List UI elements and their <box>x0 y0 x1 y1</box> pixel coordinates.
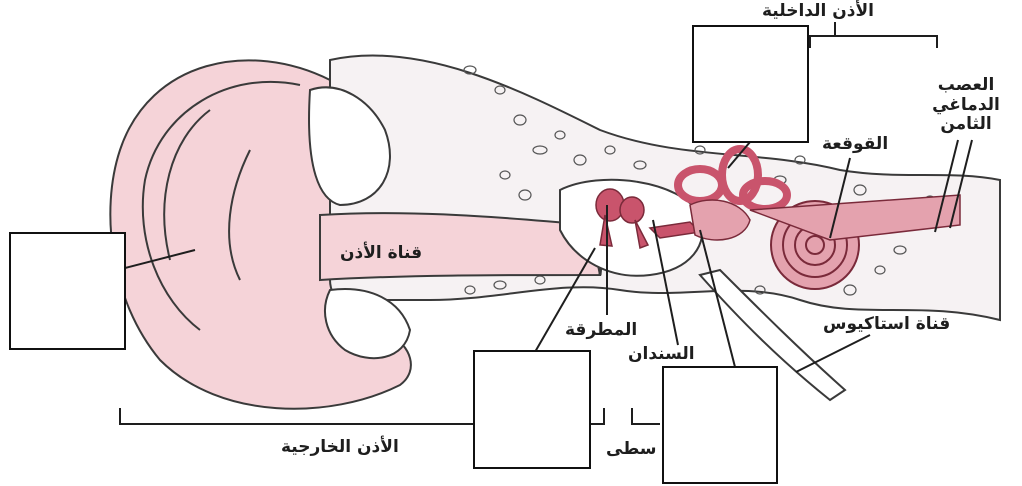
label-vestibulocochlear-nerve: العصب الدماغي الثامن <box>925 76 1007 135</box>
label-incus: السندان <box>628 345 695 365</box>
label-ear-canal: قناة الأذن <box>340 244 422 264</box>
answer-box-outer-ear-part[interactable] <box>9 232 126 350</box>
label-cochlea: القوقعة <box>822 135 888 155</box>
answer-box-stapes-part[interactable] <box>662 366 778 484</box>
answer-box-semicircular-canals[interactable] <box>692 25 809 143</box>
label-malleus: المطرقة <box>565 321 637 341</box>
label-outer-ear: الأذن الخارجية <box>281 438 399 458</box>
answer-box-middle-ear-part[interactable] <box>473 350 591 469</box>
label-eustachian-tube: قناة استاكيوس <box>823 315 950 335</box>
label-middle-ear-partial: سطى <box>606 440 656 460</box>
label-inner-ear: الأذن الداخلية <box>762 2 874 22</box>
